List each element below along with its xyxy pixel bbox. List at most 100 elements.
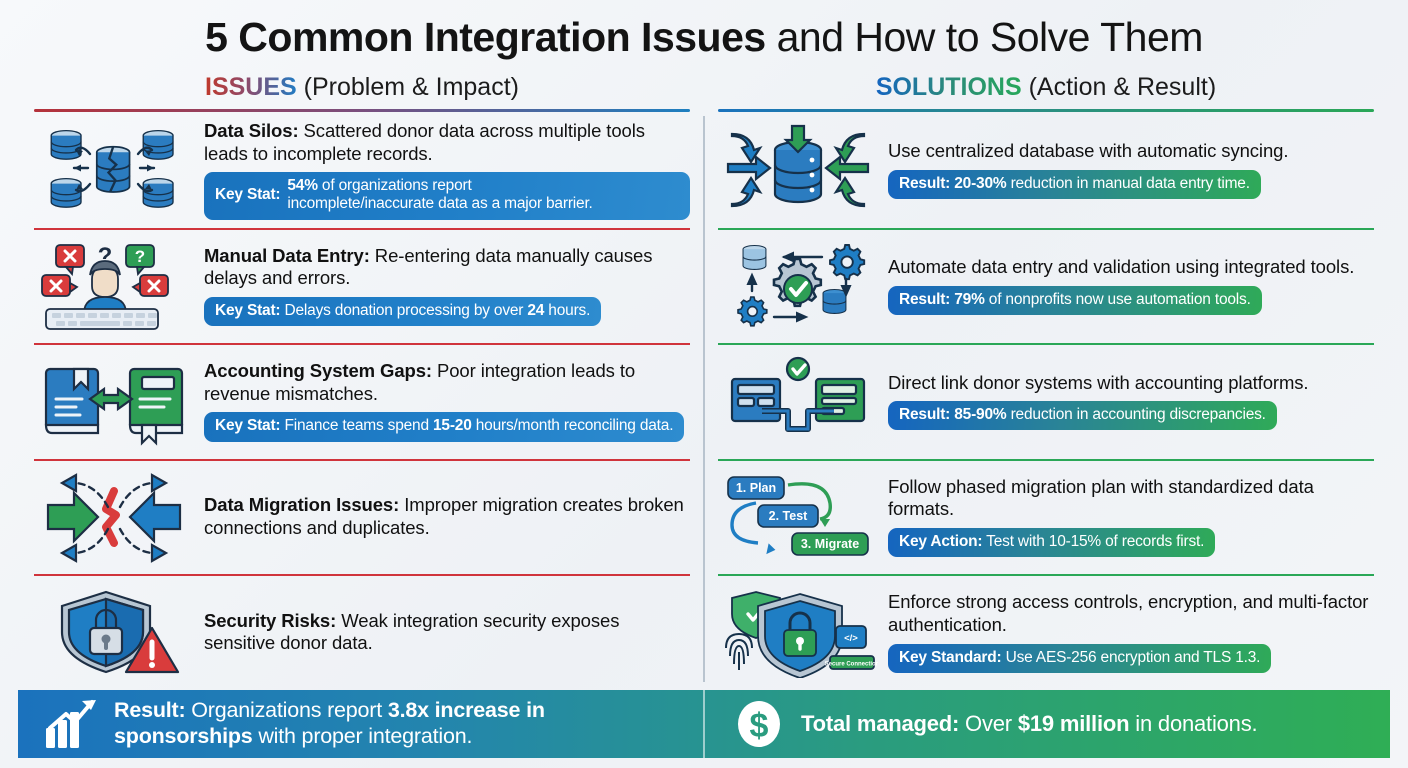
result-post: reduction in accounting discrepancies. (1006, 406, 1266, 424)
issue-term: Data Migration Issues: (204, 494, 400, 516)
issue-text: Re-entering data manually causes delays … (204, 244, 653, 289)
issue-text: Scattered donor data across multiple too… (204, 119, 645, 164)
issue-body: Data Migration Issues: Improper migratio… (204, 494, 690, 539)
solution-body: Enforce strong access controls, encrypti… (888, 591, 1374, 673)
issue-text: Poor integration leads to revenue mismat… (204, 360, 636, 404)
key-stat-pre: Delays donation processing by over (280, 301, 528, 319)
result-label: Result: (899, 406, 951, 424)
footer-result-bold: 3.8x increase in sponsorships (114, 698, 545, 748)
dollar-coin-icon: $ (731, 698, 787, 750)
footer-total-bold: $19 million (1017, 710, 1130, 736)
issues-column: Data Silos: Scattered donor data across … (34, 112, 704, 690)
issues-header: ISSUES (Problem & Impact) (34, 73, 704, 112)
result-number: 20-30% (954, 174, 1007, 192)
key-stat-badge: Key Stat: 54% of organizations report in… (204, 172, 690, 220)
solutions-header-keyword: SOLUTIONS (875, 73, 1022, 101)
column-divider (703, 116, 705, 682)
footer-result-label: Result: (114, 698, 186, 723)
key-action-badge: Key Action: Test with 10-15% of records … (888, 528, 1216, 558)
content-grid: Data Silos: Scattered donor data across … (0, 112, 1408, 690)
result-badge: Result: 20-30% reduction in manual data … (888, 169, 1261, 200)
svg-text:</>: </> (844, 633, 858, 644)
result-badge: Result: 79% of nonprofits now use automa… (888, 285, 1262, 315)
key-stat-number: 54% (287, 177, 318, 195)
issue-term: Data Silos: (204, 119, 299, 141)
key-stat-label: Key Stat: (215, 417, 281, 435)
svg-text:?: ? (135, 247, 145, 266)
key-stat-value: 54% of organizations report incomplete/i… (287, 177, 592, 214)
footer-total-section: $ Total managed: Over $19 million in don… (703, 690, 1390, 758)
result-label: Result: (899, 290, 951, 308)
key-stat-line1: of organizations report (317, 177, 472, 195)
linked-systems-bridge-icon (718, 355, 878, 447)
key-action-label: Key Action: (899, 533, 983, 550)
key-stat-line2: incomplete/inaccurate data as a major ba… (287, 195, 593, 213)
scattered-databases-icon (34, 124, 194, 216)
issues-header-keyword: ISSUES (205, 73, 297, 101)
issue-body: Manual Data Entry: Re-entering data manu… (204, 244, 690, 327)
phase-step-2-label: 2. Test (769, 509, 809, 523)
key-stat-badge: Key Stat: Finance teams spend 15-20 hour… (204, 412, 685, 442)
key-stat-number: 24 (527, 301, 545, 319)
solution-description: Use centralized database with automatic … (888, 140, 1289, 162)
issue-term: Manual Data Entry: (204, 244, 370, 266)
solution-description: Enforce strong access controls, encrypti… (888, 591, 1369, 636)
result-number: 79% (954, 290, 985, 308)
footer-result-pre: Organizations report (185, 698, 388, 723)
key-standard-label: Key Standard: (899, 648, 1002, 666)
issue-description: Data Silos: Scattered donor data across … (204, 120, 690, 165)
result-label: Result: (899, 174, 951, 192)
solution-row-direct-link: Direct link donor systems with accountin… (718, 343, 1374, 459)
issues-header-subtitle: (Problem & Impact) (296, 73, 519, 101)
footer-result-text: Result: Organizations report 3.8x increa… (114, 698, 677, 750)
issue-description: Accounting System Gaps: Poor integration… (204, 360, 690, 405)
issue-row-accounting-gaps: Accounting System Gaps: Poor integration… (34, 343, 690, 459)
solution-body: Direct link donor systems with accountin… (888, 372, 1374, 431)
growth-chart-icon (44, 698, 100, 750)
page-title-bold: 5 Common Integration Issues (205, 14, 766, 60)
two-books-exchange-icon (34, 355, 194, 447)
solutions-column: Use centralized database with automatic … (704, 112, 1374, 690)
issue-text: Improper migration creates broken connec… (204, 494, 684, 538)
issue-body: Data Silos: Scattered donor data across … (204, 120, 690, 220)
footer-total-pre: Over (959, 710, 1018, 736)
key-stat-badge: Key Stat: Delays donation processing by … (204, 296, 602, 327)
result-post: of nonprofits now use automation tools. (984, 290, 1251, 308)
solution-description: Direct link donor systems with accountin… (888, 371, 1309, 393)
issue-description: Data Migration Issues: Improper migratio… (204, 494, 690, 539)
issue-term: Security Risks: (204, 609, 337, 631)
solutions-header: SOLUTIONS (Action & Result) (704, 73, 1374, 112)
key-stat-number: 15-20 (433, 417, 472, 435)
key-stat-label: Key Stat: (215, 301, 281, 319)
issue-body: Accounting System Gaps: Poor integration… (204, 360, 690, 442)
phase-step-1-label: 1. Plan (736, 481, 776, 495)
key-stat-label: Key Stat: (215, 186, 281, 204)
solution-row-centralized-database: Use centralized database with automatic … (718, 112, 1374, 228)
footer-result-post: with proper integration. (252, 724, 473, 748)
svg-text:$: $ (750, 707, 769, 745)
footer-result-section: Result: Organizations report 3.8x increa… (18, 690, 703, 758)
solution-row-automate-entry: Automate data entry and validation using… (718, 227, 1374, 344)
page-title-normal: and How to Solve Them (765, 14, 1204, 60)
solution-body: Use centralized database with automatic … (888, 140, 1374, 200)
key-standard-text: Use AES-256 encryption and TLS 1.3. (1001, 648, 1261, 666)
footer-total-text: Total managed: Over $19 million in donat… (801, 710, 1258, 737)
result-number: 85-90% (954, 406, 1007, 424)
issue-body: Security Risks: Weak integration securit… (204, 610, 690, 655)
issue-description: Security Risks: Weak integration securit… (204, 610, 690, 655)
issue-text: Weak integration security exposes sensit… (204, 609, 620, 654)
solutions-header-rule (718, 109, 1374, 112)
issues-header-rule (34, 109, 690, 112)
issue-row-security-risks: Security Risks: Weak integration securit… (34, 574, 690, 690)
gears-automation-check-icon (718, 239, 878, 331)
solution-row-security-controls: </> Secure Connection Enforce strong acc… (718, 574, 1374, 690)
solutions-header-subtitle: (Action & Result) (1021, 73, 1217, 101)
key-stat-post: hours/month reconciling data. (471, 417, 674, 435)
solution-body: Automate data entry and validation using… (888, 256, 1374, 315)
phased-migration-steps-icon: 1. Plan 2. Test 3. Migrate (718, 471, 878, 563)
page-title: 5 Common Integration Issues and How to S… (0, 0, 1408, 61)
key-stat-pre: Finance teams spend (280, 417, 433, 435)
key-standard-badge: Key Standard: Use AES-256 encryption and… (888, 643, 1272, 673)
phase-step-3-label: 3. Migrate (801, 537, 859, 551)
solution-row-phased-migration: 1. Plan 2. Test 3. Migrate Fol (718, 458, 1374, 575)
